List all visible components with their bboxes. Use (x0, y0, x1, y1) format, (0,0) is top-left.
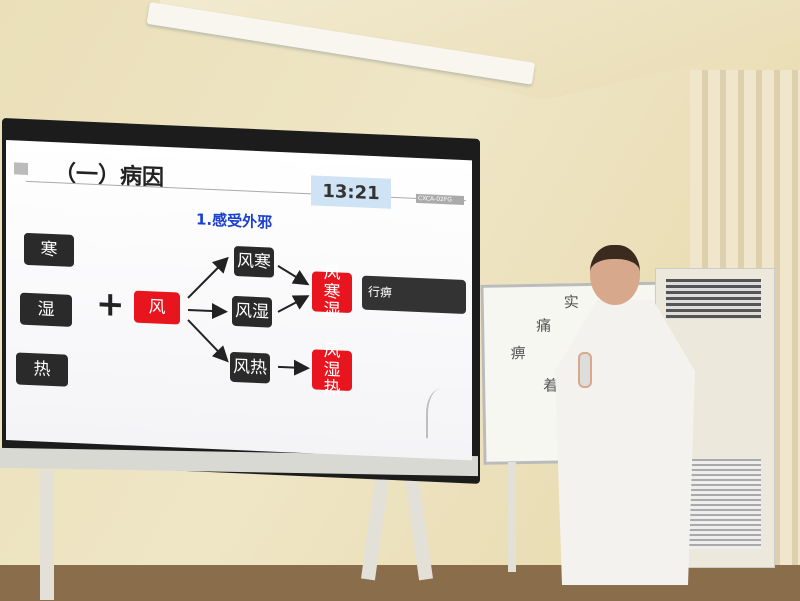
arrow (188, 302, 228, 319)
ac-vent (666, 279, 761, 319)
microphone (578, 352, 592, 388)
lotus-decoration (426, 388, 456, 440)
wind-cold: 风寒 (234, 245, 274, 278)
handwriting: 实 (563, 293, 579, 312)
arrow (187, 256, 229, 299)
handwriting: 痛 (536, 316, 552, 335)
wind-damp-heat: 风湿热 (312, 341, 352, 399)
wind-heat: 风热 (230, 351, 270, 384)
stand-leg (40, 470, 54, 600)
whiteboard-leg (508, 462, 516, 572)
handwriting: 痹 (510, 344, 526, 363)
presenter-head (590, 245, 640, 305)
slide-screen: （一）病因 13:21 CXCA-02FG 1.感受外邪 寒 湿 热 + 风 风… (6, 140, 472, 461)
arrow (277, 265, 310, 286)
presenter (555, 300, 695, 585)
arrow (277, 295, 310, 313)
wind-damp: 风湿 (232, 295, 272, 328)
outcome-wandering-bi: 行痹 (362, 275, 466, 315)
arrows (187, 256, 310, 376)
arrow (187, 319, 229, 363)
arrow (278, 359, 310, 376)
wind-cold-damp: 风寒湿 (312, 263, 352, 321)
